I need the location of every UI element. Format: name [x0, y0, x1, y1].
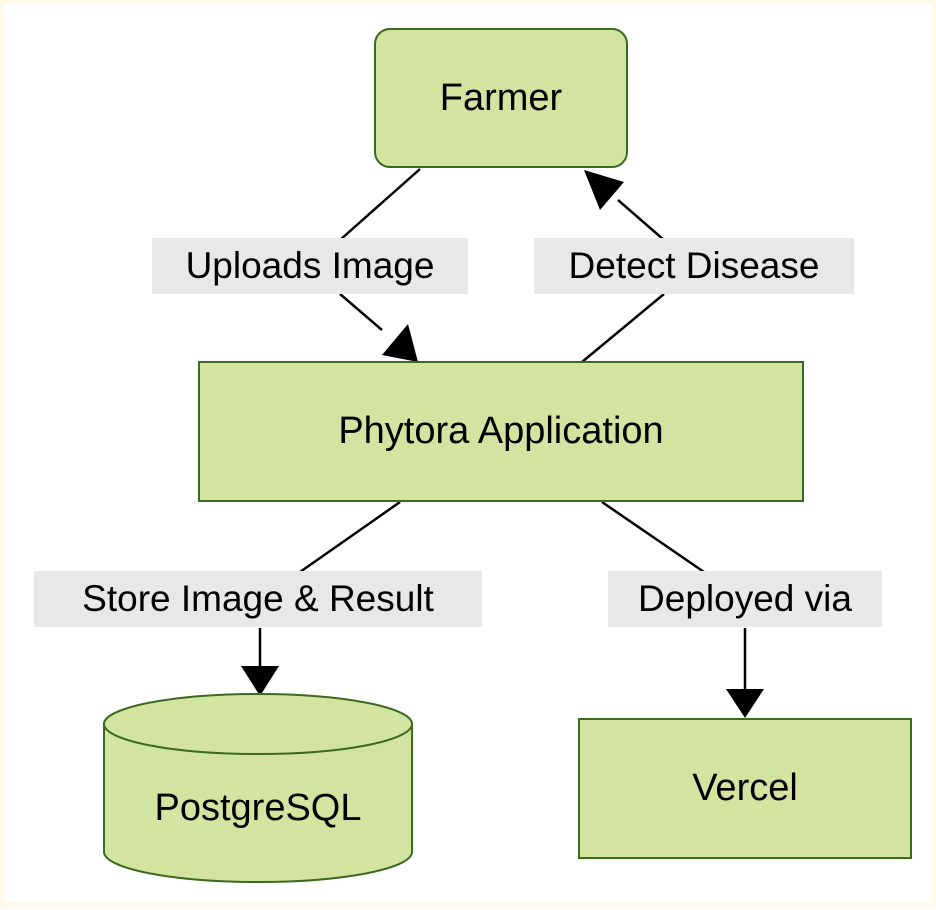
- node-app-label: Phytora Application: [338, 410, 664, 452]
- node-phytora-application[interactable]: Phytora Application: [198, 361, 804, 502]
- edge-label-detect: Detect Disease: [534, 238, 854, 294]
- arrow-deploy: [726, 689, 764, 718]
- edge-layer: [103, 168, 764, 883]
- node-vercel[interactable]: Vercel: [578, 718, 912, 859]
- arrow-detect: [584, 170, 624, 210]
- edge-detect-top: [617, 199, 665, 241]
- edge-label-uploads: Uploads Image: [152, 238, 468, 294]
- edge-store-top: [299, 500, 401, 574]
- edge-detect-bottom: [581, 293, 665, 363]
- node-postgresql[interactable]: PostgreSQL: [104, 764, 412, 852]
- arrow-store: [241, 666, 279, 696]
- arrow-uploads: [382, 324, 418, 362]
- edge-label-deploy: Deployed via: [608, 571, 882, 627]
- edge-uploads-bottom: [339, 293, 383, 331]
- node-farmer-label: Farmer: [439, 76, 563, 119]
- node-db-label: PostgreSQL: [154, 786, 362, 829]
- edge-uploads-top: [339, 168, 421, 241]
- edge-label-store: Store Image & Result: [34, 571, 482, 627]
- database-cylinder-icon: [103, 693, 413, 883]
- edge-deploy-top: [601, 500, 705, 574]
- node-farmer[interactable]: Farmer: [374, 28, 628, 168]
- node-host-label: Vercel: [692, 767, 798, 809]
